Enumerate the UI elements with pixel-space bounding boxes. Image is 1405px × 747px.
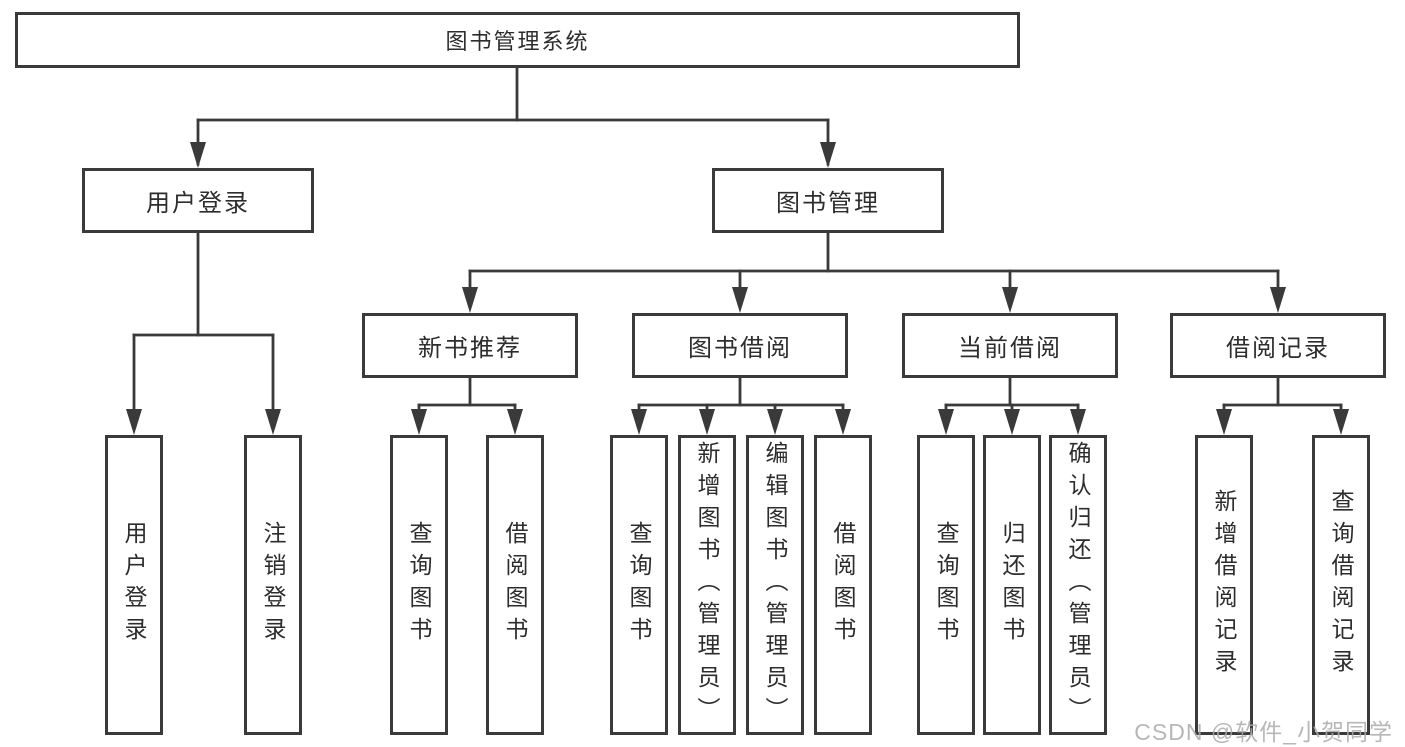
node-label: 用户登录: [146, 190, 250, 217]
leaf-add-book-admin: 新增图书（管理员）: [678, 435, 736, 735]
node-label: 图书借阅: [688, 335, 792, 362]
leaf-borrow-books-recommend: 借阅图书: [486, 435, 544, 735]
node-label: 查询借阅记录: [1328, 489, 1354, 681]
node-label: 查询图书: [933, 521, 959, 649]
node-library-management-system: 图书管理系统: [15, 12, 1020, 68]
leaf-logout: 注销登录: [244, 435, 302, 735]
leaf-return-books: 归还图书: [983, 435, 1041, 735]
node-label: 注销登录: [260, 521, 286, 649]
node-label: 借阅图书: [830, 521, 856, 649]
node-label: 新书推荐: [418, 335, 522, 362]
node-label: 编辑图书（管理员）: [762, 441, 788, 729]
node-book-borrow: 图书借阅: [632, 313, 848, 378]
leaf-edit-book-admin: 编辑图书（管理员）: [746, 435, 804, 735]
node-new-book-recommend: 新书推荐: [362, 313, 578, 378]
node-label: 查询图书: [626, 521, 652, 649]
leaf-query-books-borrow: 查询图书: [610, 435, 668, 735]
node-label: 图书管理系统: [445, 29, 590, 54]
node-label: 确认归还（管理员）: [1065, 441, 1091, 729]
node-label: 借阅图书: [502, 521, 528, 649]
leaf-query-books-current: 查询图书: [917, 435, 975, 735]
node-label: 当前借阅: [958, 335, 1062, 362]
node-label: 借阅记录: [1226, 335, 1330, 362]
node-borrow-records: 借阅记录: [1170, 313, 1386, 378]
node-label: 用户登录: [121, 521, 147, 649]
leaf-confirm-return-admin: 确认归还（管理员）: [1049, 435, 1107, 735]
node-user-login: 用户登录: [82, 168, 314, 233]
node-label: 查询图书: [406, 521, 432, 649]
leaf-add-borrow-record: 新增借阅记录: [1195, 435, 1253, 735]
node-book-management: 图书管理: [712, 168, 944, 233]
node-label: 图书管理: [776, 190, 880, 217]
leaf-query-books-recommend: 查询图书: [390, 435, 448, 735]
node-label: 新增图书（管理员）: [694, 441, 720, 729]
node-label: 新增借阅记录: [1211, 489, 1237, 681]
node-current-borrow: 当前借阅: [902, 313, 1118, 378]
leaf-user-login: 用户登录: [105, 435, 163, 735]
leaf-query-borrow-record: 查询借阅记录: [1312, 435, 1370, 735]
leaf-borrow-books: 借阅图书: [814, 435, 872, 735]
node-label: 归还图书: [999, 521, 1025, 649]
csdn-watermark: CSDN @软件_小贺同学: [1134, 719, 1393, 745]
